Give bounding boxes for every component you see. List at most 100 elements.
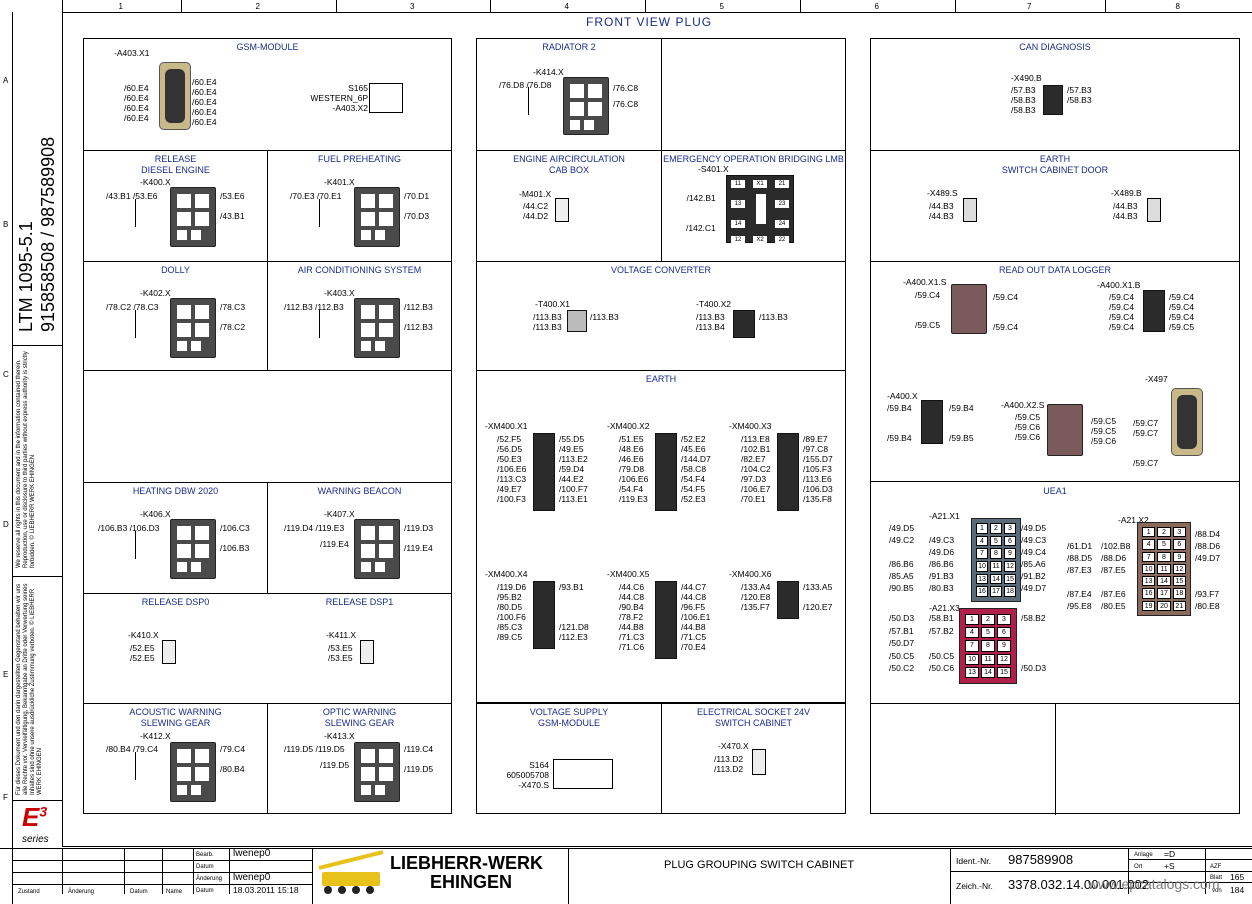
right-pins: /133.A5 /120.E7 (803, 582, 833, 612)
x2-right: /88.D4 /88.D6 /49.D7 /93.F7 /80.E8 (1195, 529, 1221, 611)
column-tick (1105, 0, 1106, 12)
connector-pin: 13 (1142, 576, 1156, 587)
panel-heating: HEATING DBW 2020 -K406.X /106.B3 /106.D3… (83, 482, 268, 594)
connector-body-a (963, 198, 977, 222)
azf-label: AZF (1210, 864, 1222, 870)
notice-english: We reserve all rights in this document a… (16, 351, 36, 568)
pins-b-left: /113.B3 /113.B4 (696, 312, 725, 332)
switch-terminal: 14 (731, 220, 745, 228)
x2-id: -A21.X2 (1118, 515, 1149, 525)
connector-cavity (361, 230, 371, 240)
right-pins: /57.B3 /58.B3 (1067, 85, 1092, 105)
connector-cavity (177, 194, 191, 208)
left-pins: /80.B4 /79.C4 (106, 744, 158, 754)
connector-cavity (361, 194, 375, 208)
connector-pin: 17 (1157, 588, 1171, 599)
title-block: Bearb. lwenep0 Datum Änderung lwenep0 Da… (0, 848, 1252, 904)
column-number: 5 (719, 2, 724, 11)
panel-warning-beacon: WARNING BEACON -K407.X /119.D4 /119.E3 /… (267, 482, 452, 594)
connector-pin: 18 (1172, 588, 1186, 599)
connector-pin: 4 (976, 535, 988, 547)
switch-terminal: X2 (753, 236, 767, 244)
column-number: 1 (118, 2, 123, 11)
connector-pin: 9 (1004, 548, 1016, 559)
connector-pin: 5 (1157, 539, 1171, 550)
connector-cavity (570, 120, 580, 130)
connector-pin: 21 (1172, 600, 1186, 611)
connector-cavity (191, 230, 201, 240)
panel-title: ACOUSTIC WARNING SLEWING GEAR (129, 707, 222, 728)
connector-pin: 14 (990, 573, 1002, 585)
connector-pin: 3 (1004, 523, 1016, 534)
connector-body-a (951, 284, 987, 334)
column-number: 8 (1175, 2, 1180, 11)
switch-terminal: 13 (731, 200, 745, 208)
e3-logo-letter: E (22, 802, 40, 832)
connector-cavity (177, 305, 191, 319)
connector-body-b (733, 310, 755, 338)
connector-pin: 8 (990, 548, 1002, 559)
connector-pin: 1 (965, 614, 979, 626)
connector-body (170, 187, 216, 247)
connector-id: -XM400.X3 (729, 421, 772, 431)
connector-pin: 11 (981, 653, 995, 665)
x1-id: -A21.X1 (929, 511, 960, 521)
connector-pin: 5 (981, 627, 995, 639)
anlage-value: =D (1164, 849, 1176, 859)
column-number: 2 (255, 2, 260, 11)
connector-id: -K402.X (140, 288, 171, 298)
connector-body (170, 742, 216, 802)
left-pins: /57.B3 /58.B3 /58.B3 (1011, 85, 1036, 115)
switch-terminal: 22 (775, 236, 789, 244)
blatt-label: Blatt (1210, 875, 1223, 881)
connector-id-a: -A400.X1.S (903, 277, 947, 287)
connector-body-c (921, 400, 943, 444)
column-tick (645, 0, 646, 12)
connector-pin: 5 (990, 535, 1002, 547)
connector-body-dsp1 (360, 640, 374, 664)
switch-slot (756, 194, 766, 224)
panel-readout: READ OUT DATA LOGGER -A400.X1.S /59.C4 /… (870, 261, 1240, 482)
column-number: 3 (410, 2, 415, 11)
panel-title: UEA1 (1043, 486, 1067, 496)
connector-pin: 2 (1157, 527, 1171, 538)
connector-body (777, 433, 799, 511)
panel-title: VOLTAGE SUPPLY GSM-MODULE (529, 707, 609, 728)
connector-cavity (375, 785, 385, 795)
connector-pin: 20 (1157, 600, 1171, 611)
connector-cavity (361, 323, 375, 337)
datum2-value: 18.03.2011 15:18 (233, 885, 299, 895)
panel-title: DOLLY (161, 265, 190, 275)
connector-pin: 4 (1142, 539, 1156, 550)
connector-pin: 18 (1004, 586, 1016, 597)
connector-pin: 11 (990, 561, 1002, 572)
connector-cavity (570, 84, 584, 98)
panel-engine-air: ENGINE AIRCIRCULATION CAB BOX -M401.X /4… (476, 150, 662, 262)
panel-socket-24v: ELECTRICAL SOCKET 24V SWITCH CABINET -X4… (661, 703, 846, 814)
left-pins: /119.D5 /119.D5 (284, 744, 345, 754)
dsub-connector (1171, 388, 1203, 456)
left-pins: /76.D8 /76.D8 (499, 80, 552, 90)
x1-right: /49.D5 /49.C3 /49.C4 /85.A6 /91.B2 /49.D… (1021, 523, 1047, 593)
connector-id: -XM400.X4 (485, 569, 528, 579)
connector-id-b: -A400.X1.B (1097, 280, 1141, 290)
connector-cavity (177, 526, 191, 540)
connector-id: -X489.S (927, 188, 958, 198)
panel-title: RELEASE DIESEL ENGINE (141, 154, 210, 175)
page-title: FRONT VIEW PLUG (586, 15, 713, 29)
column-number: 7 (1027, 2, 1032, 11)
row-letter: D (3, 520, 9, 529)
connector-cavity (177, 341, 187, 351)
connector-id: -K407.X (324, 509, 355, 519)
connector-pin: 4 (965, 627, 979, 639)
column-tick (490, 0, 491, 12)
connector-id: -K400.X (140, 177, 171, 187)
left-pins: /106.B3 /106.D3 (98, 523, 160, 533)
connector-id-e: -X497 (1145, 374, 1168, 384)
panel-title: EARTH (645, 374, 677, 384)
connector-cavity (177, 212, 191, 226)
dsub-connector (159, 62, 191, 130)
connector-cavity (361, 767, 375, 781)
ort-label: Ort (1134, 864, 1143, 870)
